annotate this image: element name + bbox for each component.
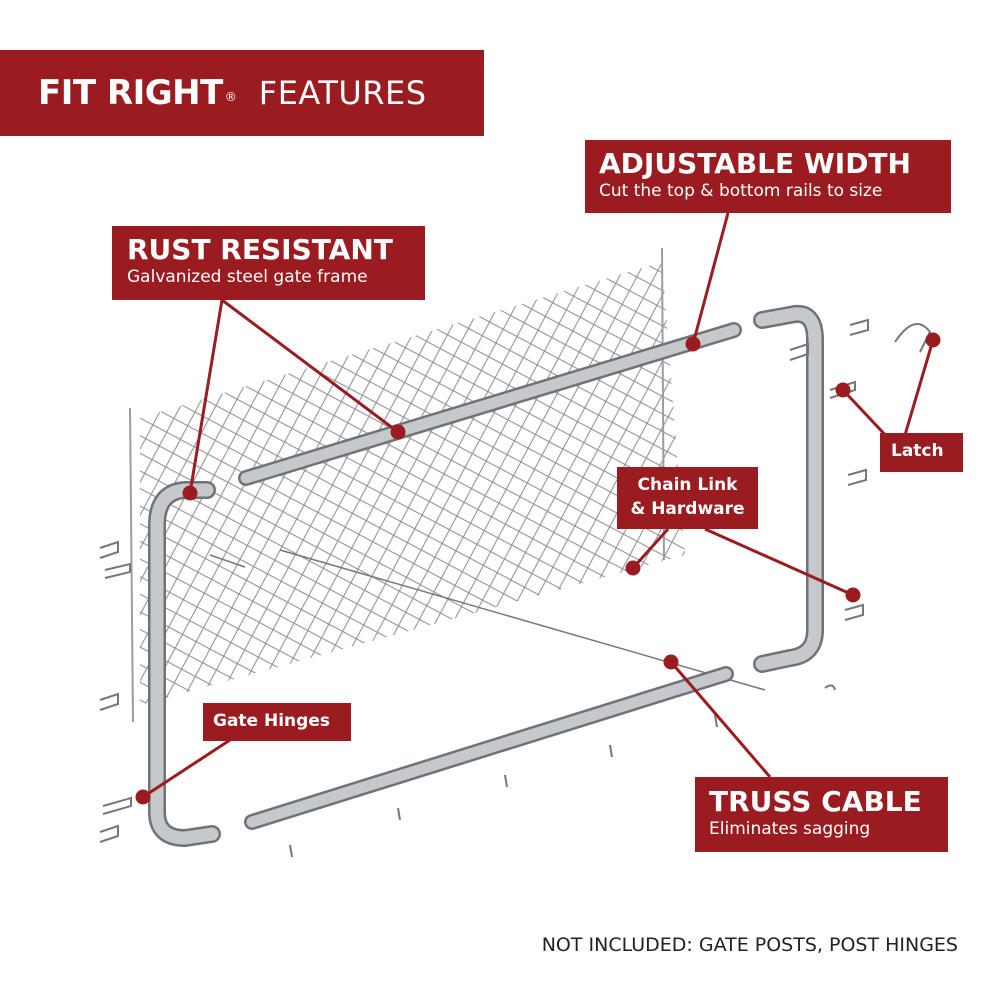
callout-line2: & Hardware [630,499,745,519]
callout-subtitle: Eliminates sagging [709,819,871,839]
callout-line1: Chain Link [637,475,738,495]
truss-cable [279,549,766,691]
brand-name: FIT RIGHT [38,73,223,113]
callout-title: TRUSS CABLE [709,785,922,818]
callout-subtitle: Cut the top & bottom rails to size [599,181,883,201]
truss-cable-end [209,554,246,568]
callout-title: RUST RESISTANT [127,233,393,266]
header-title: FEATURES [258,74,427,112]
leader-lines [135,212,941,805]
callout-gate-hinges: Gate Hinges [203,703,351,741]
header-banner: FIT RIGHT® FEATURES [0,50,484,136]
callout-rust-resistant: RUST RESISTANT Galvanized steel gate fra… [112,226,425,300]
callout-title: ADJUSTABLE WIDTH [599,147,911,180]
registered-mark: ® [224,90,237,104]
callout-truss-cable: TRUSS CABLE Eliminates sagging [695,777,948,852]
right-frame-pipe [753,304,824,673]
callout-title: Gate Hinges [213,711,330,731]
callout-title: Latch [891,441,944,461]
callout-adjustable-width: ADJUSTABLE WIDTH Cut the top & bottom ra… [585,140,951,213]
callout-chain-link: Chain Link & Hardware [617,467,758,529]
chain-link-mesh [140,262,685,705]
callout-latch: Latch [880,433,963,472]
footer-note: NOT INCLUDED: GATE POSTS, POST HINGES [541,934,958,956]
callout-subtitle: Galvanized steel gate frame [127,267,368,287]
tension-bar-left [129,407,134,723]
